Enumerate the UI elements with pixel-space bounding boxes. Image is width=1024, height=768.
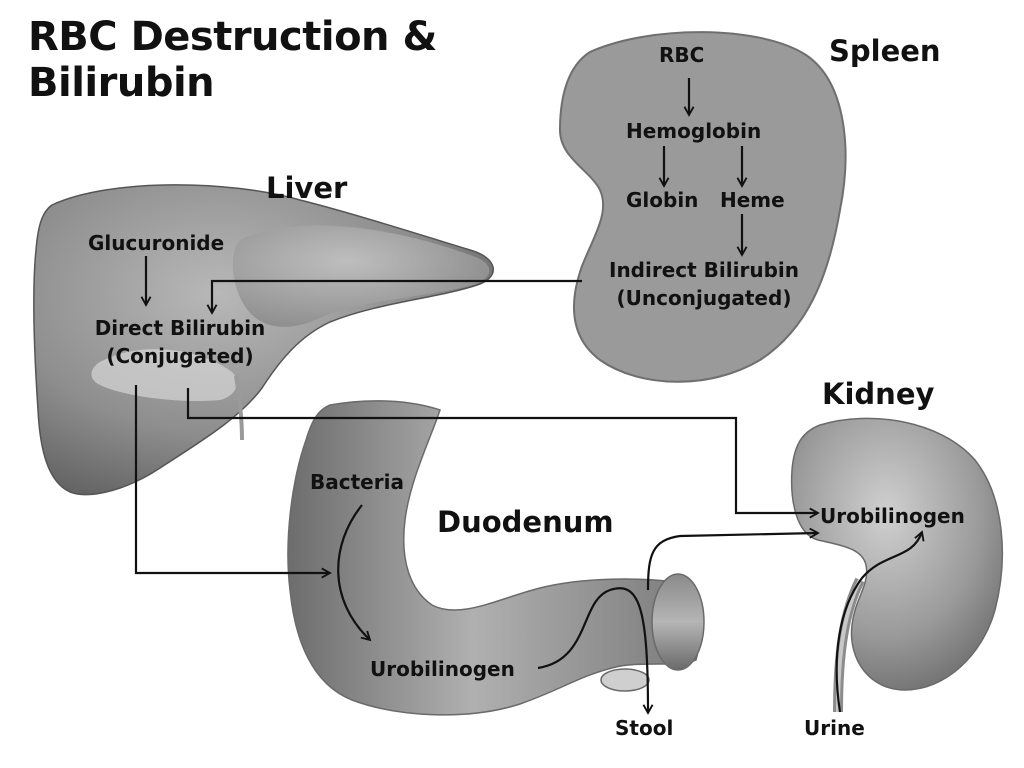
label-indirect-line-1: Indirect Bilirubin: [609, 258, 799, 282]
flow-arrows: [134, 78, 922, 713]
label-direct-line-1: Direct Bilirubin: [94, 316, 266, 340]
label-heme: Heme: [720, 188, 785, 212]
organ-label-duodenum: Duodenum: [437, 505, 614, 539]
label-indirect-line-2: (Unconjugated): [616, 286, 792, 310]
label-indirect-bilirubin: Indirect Bilirubin (Unconjugated): [583, 256, 825, 312]
arrow-indirect-to-direct: [212, 279, 582, 313]
title-line-2: Bilirubin: [28, 60, 215, 106]
label-duodenum-urobilinogen: Urobilinogen: [370, 657, 515, 681]
arrow-urobilinogen-to-stool: [537, 587, 648, 713]
arrow-urine-to-kidney: [835, 532, 922, 713]
kidney-shape: [790, 417, 1004, 713]
label-urine: Urine: [804, 716, 865, 740]
label-stool: Stool: [615, 716, 674, 740]
arrow-bacteria-to-urobilinogen: [337, 504, 370, 640]
label-glucuronide: Glucuronide: [88, 231, 225, 255]
label-direct-bilirubin: Direct Bilirubin (Conjugated): [80, 314, 280, 370]
label-hemoglobin: Hemoglobin: [626, 119, 762, 143]
page-title: RBC Destruction & Bilirubin: [28, 14, 437, 106]
liver-shape: [33, 184, 495, 496]
label-globin: Globin: [626, 188, 699, 212]
organ-label-spleen: Spleen: [829, 34, 941, 68]
label-direct-line-2: (Conjugated): [106, 344, 254, 368]
duodenum-shape: [287, 400, 705, 716]
title-line-1: RBC Destruction &: [28, 14, 437, 60]
label-bacteria: Bacteria: [310, 470, 404, 494]
arrow-stool-to-kidney: [646, 533, 818, 591]
label-rbc: RBC: [659, 43, 705, 67]
arrow-direct-to-kidney: [186, 388, 818, 513]
organ-label-liver: Liver: [266, 171, 348, 205]
spleen-shape: [558, 31, 847, 383]
arrow-direct-to-duodenum: [134, 385, 330, 573]
organ-label-kidney: Kidney: [822, 377, 935, 411]
label-kidney-urobilinogen: Urobilinogen: [820, 504, 965, 528]
